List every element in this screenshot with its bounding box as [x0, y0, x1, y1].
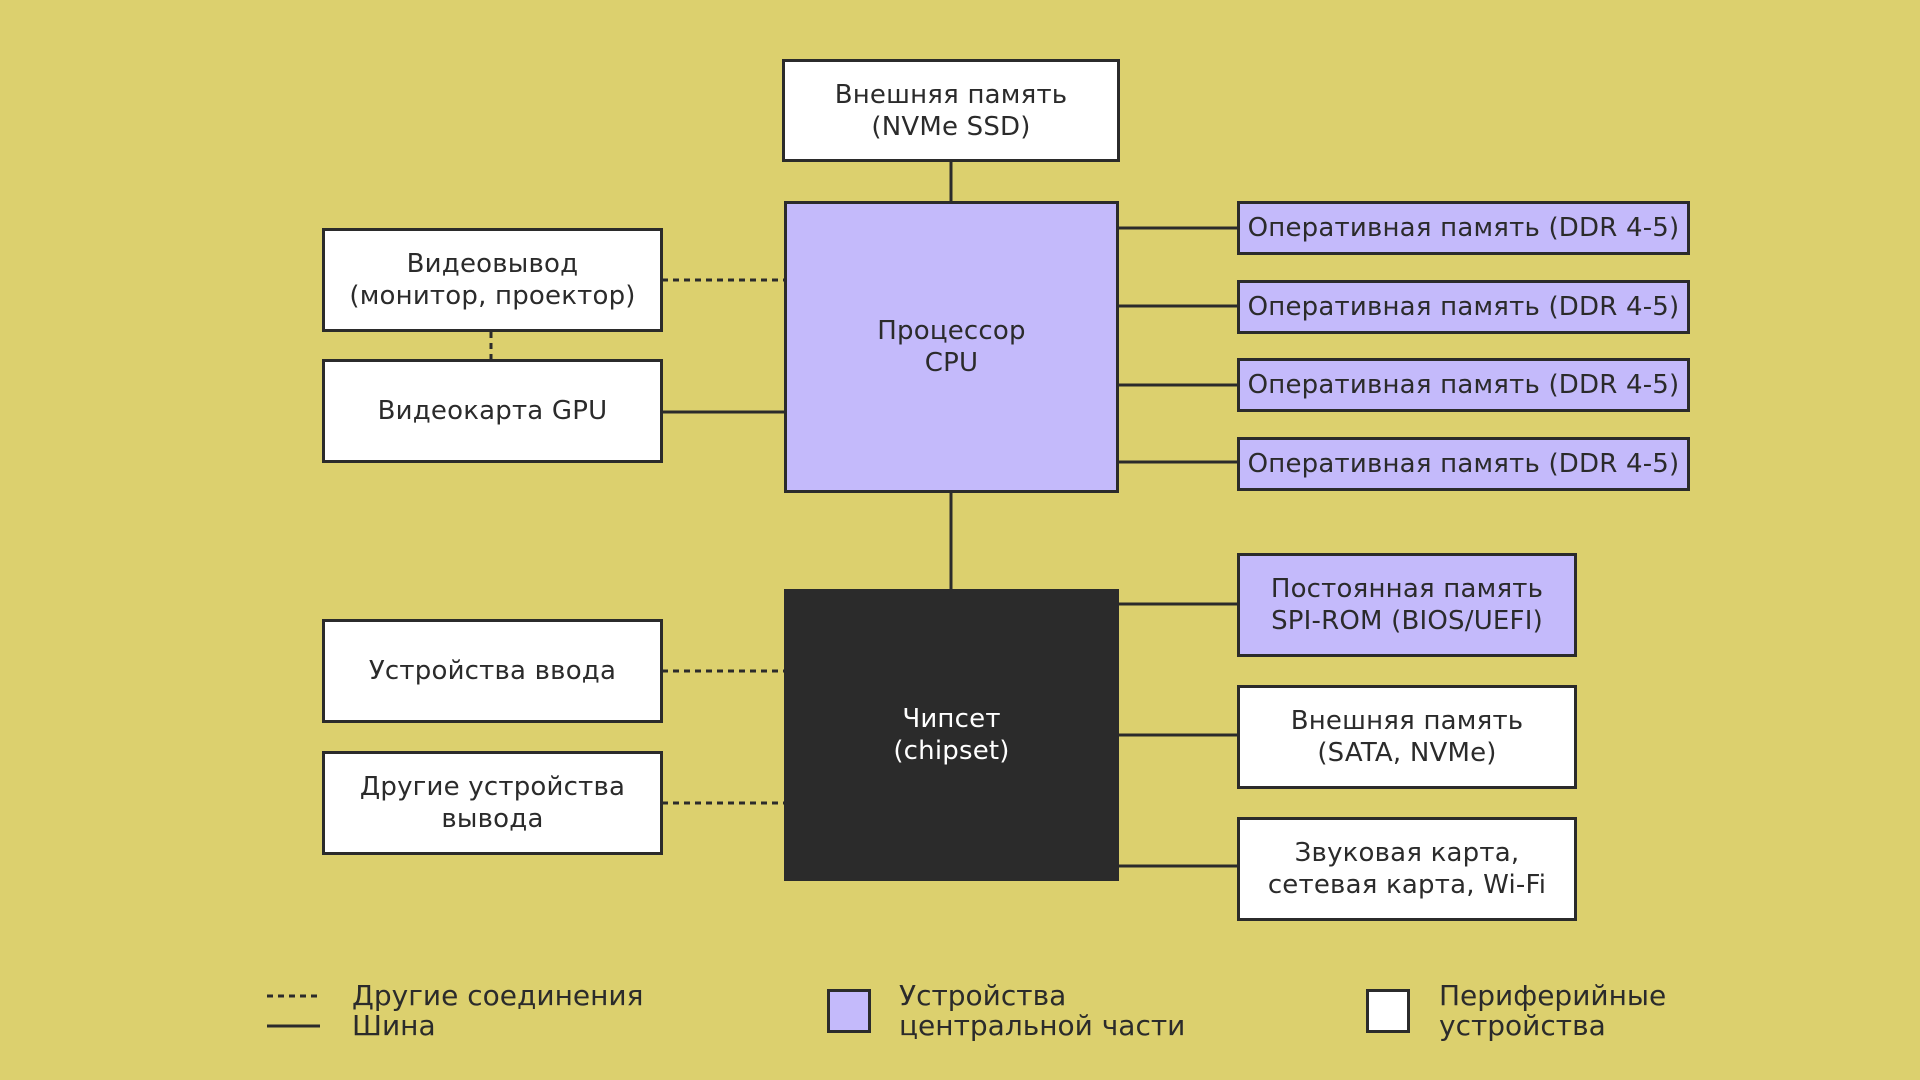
legend-central-swatch — [827, 989, 871, 1033]
legend-lines-label: Другие соединения Шина — [352, 979, 644, 1042]
external-storage-sata: Внешняя память (SATA, NVMe) — [1237, 685, 1577, 789]
legend-peripheral-label: Периферийные устройства — [1439, 979, 1667, 1042]
cpu-box: Процессор CPU — [784, 201, 1119, 493]
legend-central-label: Устройства центральной части — [899, 979, 1186, 1042]
legend-peripheral-swatch — [1366, 989, 1410, 1033]
external-storage-nvme: Внешняя память (NVMe SSD) — [782, 59, 1120, 162]
spi-rom-box: Постоянная память SPI-ROM (BIOS/UEFI) — [1237, 553, 1577, 657]
other-output-devices-box: Другие устройства вывода — [322, 751, 663, 855]
sound-network-card: Звуковая карта, сетевая карта, Wi-Fi — [1237, 817, 1577, 921]
ram-slot-2: Оперативная память (DDR 4-5) — [1237, 280, 1690, 334]
gpu-box: Видеокарта GPU — [322, 359, 663, 463]
ram-slot-1: Оперативная память (DDR 4-5) — [1237, 201, 1690, 255]
input-devices-box: Устройства ввода — [322, 619, 663, 723]
ram-slot-4: Оперативная память (DDR 4-5) — [1237, 437, 1690, 491]
video-output-box: Видеовывод (монитор, проектор) — [322, 228, 663, 332]
chipset-box: Чипсет (chipset) — [784, 589, 1119, 881]
ram-slot-3: Оперативная память (DDR 4-5) — [1237, 358, 1690, 412]
